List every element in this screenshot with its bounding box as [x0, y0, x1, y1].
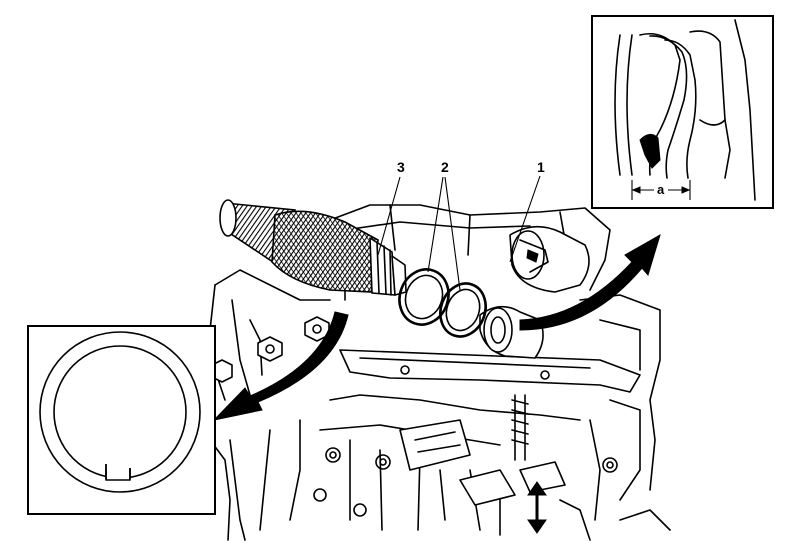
svg-text:3: 3 [397, 159, 405, 175]
bolt-head-2 [304, 316, 330, 342]
callout-1: 1 [509, 159, 545, 263]
up-down-arrow-icon [527, 481, 547, 534]
svg-text:a: a [657, 182, 665, 197]
seal-ring-right [439, 282, 487, 338]
svg-text:1: 1 [537, 159, 545, 175]
callout-3: 3 [377, 159, 405, 256]
dimension-a: a [631, 180, 691, 200]
svg-text:2: 2 [441, 159, 449, 175]
detail-box-seal-ring [27, 325, 216, 515]
engine-background [209, 204, 671, 541]
curved-arrow-right [519, 233, 661, 331]
bolt-head-1 [257, 336, 283, 362]
callout-2: 2 [427, 159, 461, 291]
curved-arrow-left [212, 311, 349, 421]
detail-box-seal-groove: a [591, 15, 774, 209]
installer-tool [219, 199, 407, 296]
